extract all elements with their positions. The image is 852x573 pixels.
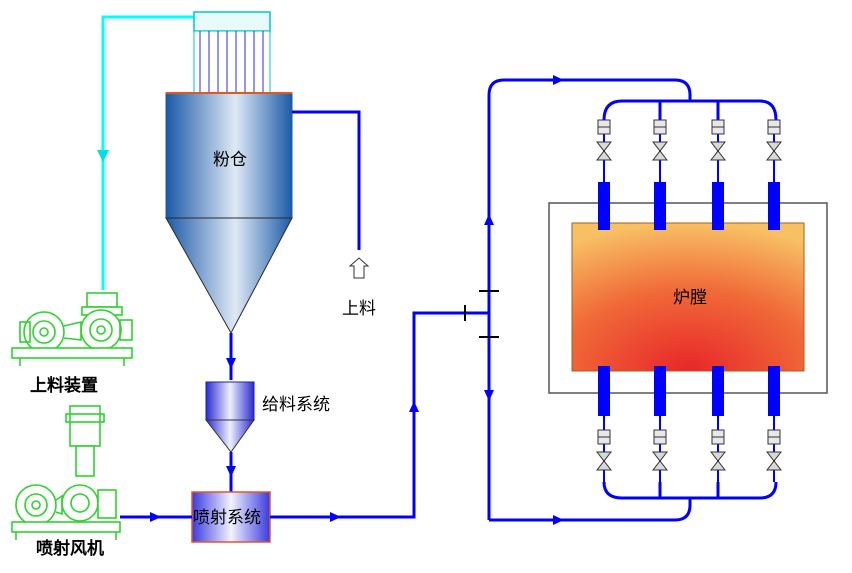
top-nozzle-0 xyxy=(598,182,610,230)
bottom-nozzle-2 xyxy=(712,366,724,416)
top-valve-0-valve-top-icon xyxy=(595,141,613,152)
injection-system-box xyxy=(191,491,271,543)
bottom-valve-1-valve-top-icon xyxy=(651,451,669,462)
nozzle-group xyxy=(595,119,783,482)
main-arrow-2 xyxy=(409,401,419,412)
furnace-label: 炉膛 xyxy=(673,288,707,308)
loader-machine xyxy=(11,292,133,366)
silo-outlet-arrow xyxy=(226,358,236,369)
loader-label: 上料装置 xyxy=(30,376,98,396)
bottom-valve-1-valve-bottom-icon xyxy=(651,460,669,471)
injection-fan-machine xyxy=(11,405,121,540)
feed-line-cyan xyxy=(101,15,196,290)
silo-feed-pipe xyxy=(292,110,361,250)
main-arrow-1 xyxy=(330,512,341,522)
bottom-valve-0-valve-top-icon xyxy=(595,451,613,462)
silo-label: 粉仓 xyxy=(213,150,247,170)
top-nozzle-2 xyxy=(712,182,724,230)
top-valve-2-valve-top-icon xyxy=(709,141,727,152)
feed-system-label: 给料系统 xyxy=(262,395,330,415)
top-valve-3-valve-top-icon xyxy=(765,141,783,152)
fan-arrow xyxy=(150,512,161,522)
top-valve-1-valve-top-icon xyxy=(651,141,669,152)
bottom-nozzle-1 xyxy=(654,366,666,416)
injection-system-label: 喷射系统 xyxy=(193,508,261,528)
feeder xyxy=(204,381,255,453)
distribution-loop xyxy=(487,78,778,522)
bottom-nozzle-0 xyxy=(598,366,610,416)
top-valve-0-valve-bottom-icon xyxy=(595,150,613,161)
main-conveying-pipe xyxy=(270,311,489,519)
distribution-valves xyxy=(479,290,499,338)
top-nozzle-1 xyxy=(654,182,666,230)
feeder-outlet-arrow xyxy=(226,466,236,477)
cyan-flow-arrow xyxy=(97,150,109,162)
bottom-valve-0-valve-bottom-icon xyxy=(595,460,613,471)
feed-in-label: 上料 xyxy=(342,299,376,319)
top-valve-3-valve-bottom-icon xyxy=(765,150,783,161)
furnace xyxy=(548,202,828,394)
feed-in-arrow xyxy=(348,257,370,279)
bottom-valve-3-valve-bottom-icon xyxy=(765,460,783,471)
top-nozzle-3 xyxy=(768,182,780,230)
bottom-valve-2-valve-top-icon xyxy=(709,451,727,462)
loop-arrows xyxy=(484,75,564,525)
bottom-valve-2-valve-bottom-icon xyxy=(709,460,727,471)
bottom-nozzle-3 xyxy=(768,366,780,416)
top-valve-2-valve-bottom-icon xyxy=(709,150,727,161)
bag-filter xyxy=(193,11,271,94)
silo xyxy=(165,92,293,335)
bottom-valve-3-valve-top-icon xyxy=(765,451,783,462)
injection-fan-label: 喷射风机 xyxy=(36,539,104,559)
top-valve-1-valve-bottom-icon xyxy=(651,150,669,161)
